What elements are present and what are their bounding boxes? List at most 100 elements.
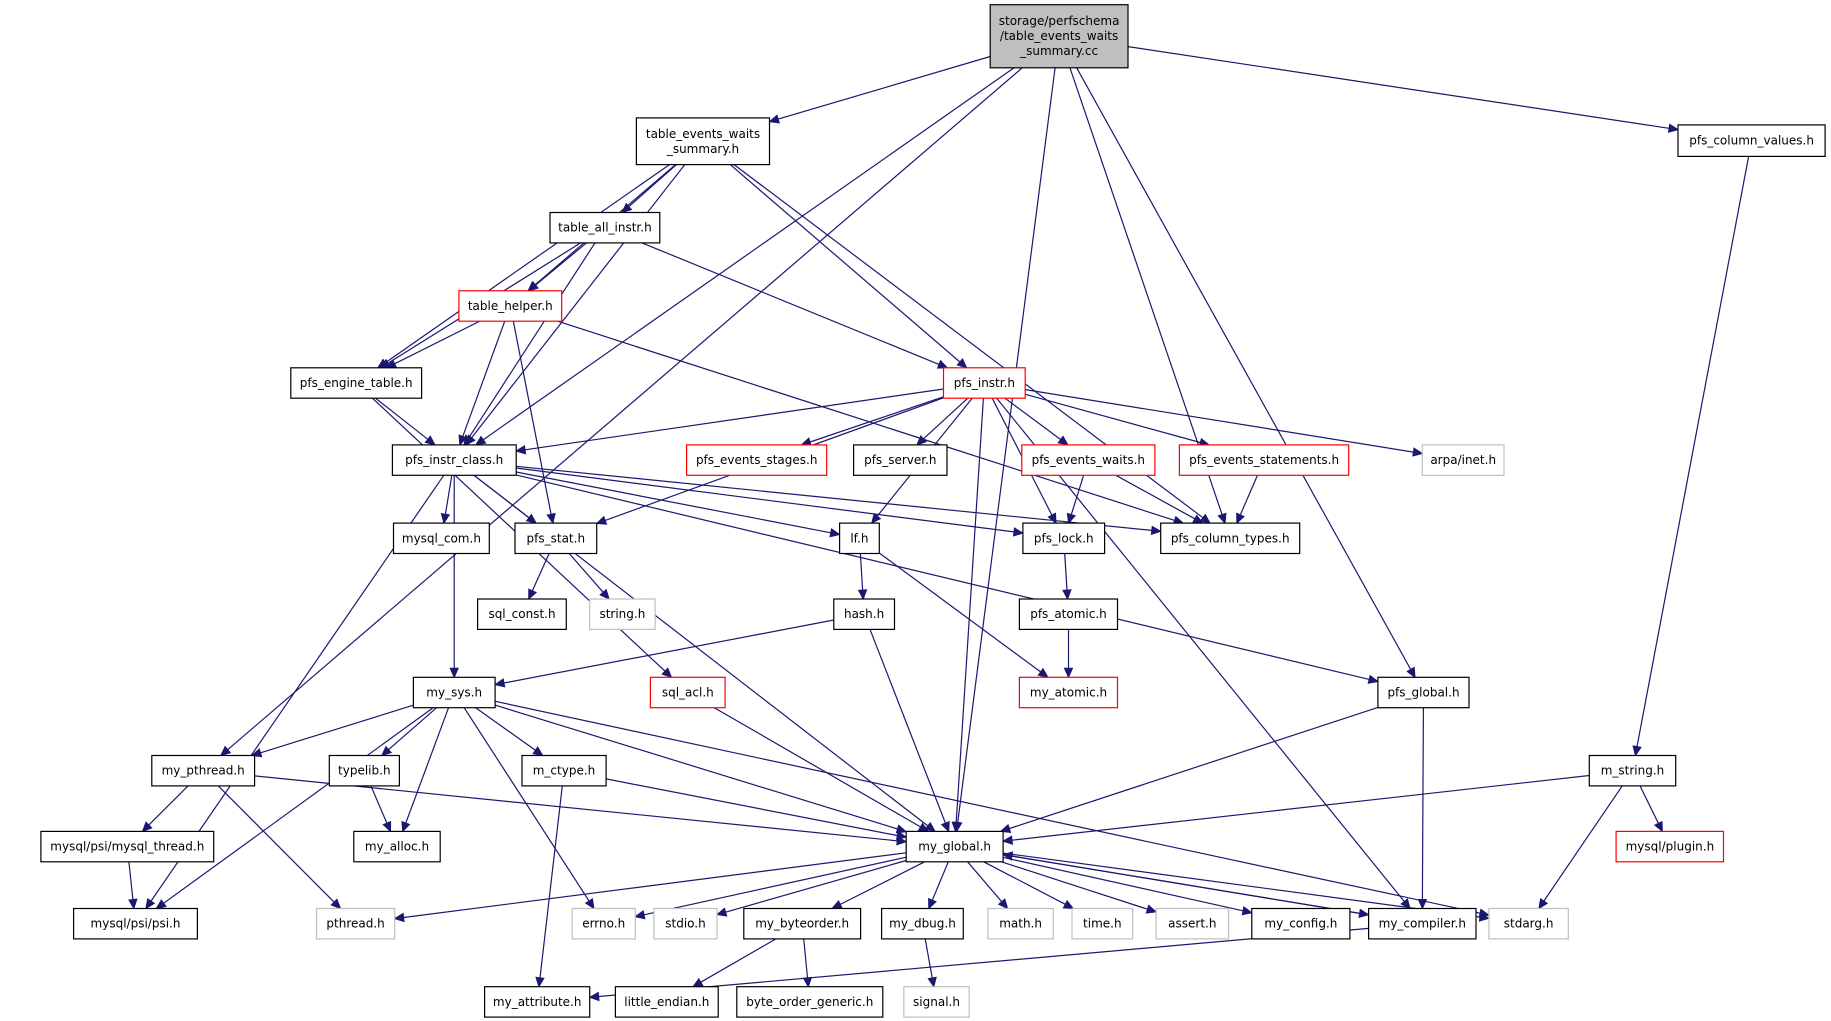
edge-line bbox=[254, 775, 898, 842]
node-pfs-instr[interactable]: pfs_instr.h bbox=[942, 367, 1026, 399]
edge-arrowhead bbox=[1199, 513, 1211, 524]
node-my-alloc[interactable]: my_alloc.h bbox=[353, 830, 441, 863]
node-table-helper[interactable]: table_helper.h bbox=[458, 290, 563, 322]
edge-arrowhead bbox=[449, 667, 459, 679]
edge-line bbox=[1069, 67, 1223, 515]
edge-m_ctype-to-my_attribute bbox=[535, 785, 563, 988]
node-string[interactable]: string.h bbox=[589, 598, 656, 630]
node-pfs-server[interactable]: pfs_server.h bbox=[852, 444, 948, 476]
edge-line bbox=[878, 552, 1041, 673]
node-stdarg[interactable]: stdarg.h bbox=[1488, 907, 1569, 940]
edge-typelib-to-my_alloc bbox=[370, 785, 392, 833]
node-stdio[interactable]: stdio.h bbox=[653, 907, 718, 940]
node-signal[interactable]: signal.h bbox=[903, 986, 970, 1018]
node-pfs-column-types[interactable]: pfs_column_types.h bbox=[1160, 522, 1301, 555]
node-pfs-global[interactable]: pfs_global.h bbox=[1377, 676, 1470, 709]
edge-arrowhead bbox=[1632, 745, 1642, 757]
edge-line bbox=[1070, 475, 1085, 515]
node-errno[interactable]: errno.h bbox=[571, 907, 636, 940]
edge-pfs_instr_class-to-pfs_global bbox=[515, 474, 1380, 684]
edge-line bbox=[524, 388, 944, 451]
node-typelib[interactable]: typelib.h bbox=[328, 754, 400, 787]
node-box bbox=[1160, 522, 1301, 555]
edge-my_compiler-to-my_attribute bbox=[588, 927, 1369, 1002]
edge-m_string-to-my_global bbox=[1001, 774, 1590, 845]
node-my-config[interactable]: my_config.h bbox=[1251, 907, 1351, 940]
node-mysql-com[interactable]: mysql_com.h bbox=[392, 522, 490, 555]
node-pfs-engine-table[interactable]: pfs_engine_table.h bbox=[290, 367, 423, 399]
node-label: my_global.h bbox=[918, 840, 991, 854]
node-mysql-plugin[interactable]: mysql/plugin.h bbox=[1615, 830, 1725, 863]
edge-line bbox=[983, 861, 1066, 905]
edge-arrowhead bbox=[528, 588, 538, 601]
node-my-attribute[interactable]: my_attribute.h bbox=[484, 986, 591, 1018]
edge-line bbox=[462, 320, 506, 437]
edge-pfs_instr-to-pfs_instr_class bbox=[514, 388, 944, 455]
node-arpa-inet[interactable]: arpa/inet.h bbox=[1421, 444, 1505, 476]
node-my-pthread[interactable]: my_pthread.h bbox=[151, 754, 256, 787]
edge-arrowhead bbox=[1400, 898, 1411, 910]
node-label: mysql/plugin.h bbox=[1626, 840, 1715, 854]
edge-arrowhead bbox=[768, 114, 781, 124]
node-pthread[interactable]: pthread.h bbox=[315, 907, 396, 940]
node-box bbox=[1251, 907, 1351, 940]
node-pfs-stat[interactable]: pfs_stat.h bbox=[514, 522, 598, 555]
node-pfs-instr-class[interactable]: pfs_instr_class.h bbox=[391, 444, 517, 476]
node-my-byteorder[interactable]: my_byteorder.h bbox=[743, 907, 862, 940]
node-pfs-column-values[interactable]: pfs_column_values.h bbox=[1677, 124, 1826, 158]
node-m-ctype[interactable]: m_ctype.h bbox=[521, 754, 607, 787]
node-little-endian[interactable]: little_endian.h bbox=[614, 986, 719, 1018]
node-math[interactable]: math.h bbox=[987, 907, 1054, 940]
edge-mysql_thread-to-psi bbox=[128, 861, 138, 910]
node-pfs-atomic[interactable]: pfs_atomic.h bbox=[1018, 598, 1119, 630]
node-box bbox=[353, 830, 441, 863]
edge-pfs_events_statements-to-pfs_column_types bbox=[1236, 475, 1259, 525]
edge-arrowhead bbox=[401, 820, 411, 833]
node-psi[interactable]: mysql/psi/psi.h bbox=[72, 907, 199, 940]
node-my-compiler[interactable]: my_compiler.h bbox=[1367, 907, 1477, 940]
node-root[interactable]: storage/perfschema/table_events_waits_su… bbox=[989, 4, 1129, 69]
node-pfs-lock[interactable]: pfs_lock.h bbox=[1022, 522, 1106, 555]
edge-line bbox=[444, 475, 453, 515]
node-my-global[interactable]: my_global.h bbox=[905, 830, 1004, 863]
edge-arrowhead bbox=[1412, 447, 1424, 457]
node-time[interactable]: time.h bbox=[1071, 907, 1134, 940]
edge-arrowhead bbox=[1037, 667, 1049, 679]
node-mysql-thread[interactable]: mysql/psi/mysql_thread.h bbox=[40, 830, 215, 863]
node-tews-h[interactable]: table_events_waits_summary.h bbox=[635, 117, 771, 166]
edge-arrowhead bbox=[999, 823, 1012, 833]
edge-arrowhead bbox=[1150, 525, 1162, 536]
node-label: my_byteorder.h bbox=[755, 917, 849, 931]
node-sql-acl[interactable]: sql_acl.h bbox=[649, 676, 726, 709]
node-box bbox=[736, 986, 884, 1018]
node-label: string.h bbox=[599, 607, 645, 621]
edge-pfs_instr_class-to-my_sys bbox=[449, 475, 459, 679]
edge-arrowhead bbox=[1478, 912, 1491, 922]
edge-arrowhead bbox=[997, 898, 1009, 910]
node-sql-const[interactable]: sql_const.h bbox=[477, 598, 567, 630]
node-assert[interactable]: assert.h bbox=[1155, 907, 1230, 940]
node-my-dbug[interactable]: my_dbug.h bbox=[880, 907, 964, 940]
edge-arrowhead bbox=[1236, 512, 1245, 525]
edge-pfs_stat-to-sql_const bbox=[528, 553, 550, 601]
node-lf[interactable]: lf.h bbox=[838, 522, 880, 555]
edge-arrowhead bbox=[514, 444, 527, 455]
node-table-all-instr[interactable]: table_all_instr.h bbox=[549, 211, 661, 244]
node-my-sys[interactable]: my_sys.h bbox=[412, 676, 496, 709]
node-hash[interactable]: hash.h bbox=[833, 598, 896, 630]
edge-line bbox=[700, 938, 777, 983]
edge-line bbox=[482, 67, 1015, 441]
node-pfs-events-statements[interactable]: pfs_events_statements.h bbox=[1178, 444, 1350, 476]
node-pfs-events-waits[interactable]: pfs_events_waits.h bbox=[1021, 444, 1156, 476]
node-my-atomic[interactable]: my_atomic.h bbox=[1018, 676, 1119, 709]
edge-arrowhead bbox=[1001, 835, 1014, 845]
node-m-string[interactable]: m_string.h bbox=[1588, 754, 1677, 787]
node-label: signal.h bbox=[913, 995, 960, 1009]
node-byte-order-generic[interactable]: byte_order_generic.h bbox=[736, 986, 884, 1018]
node-pfs-events-stages[interactable]: pfs_events_stages.h bbox=[685, 444, 828, 476]
node-box bbox=[1677, 124, 1826, 158]
node-label: /table_events_waits bbox=[1000, 29, 1118, 43]
edge-my_global-to-assert bbox=[1001, 861, 1158, 914]
edge-pfs_instr-to-arpa_inet bbox=[1025, 389, 1424, 457]
